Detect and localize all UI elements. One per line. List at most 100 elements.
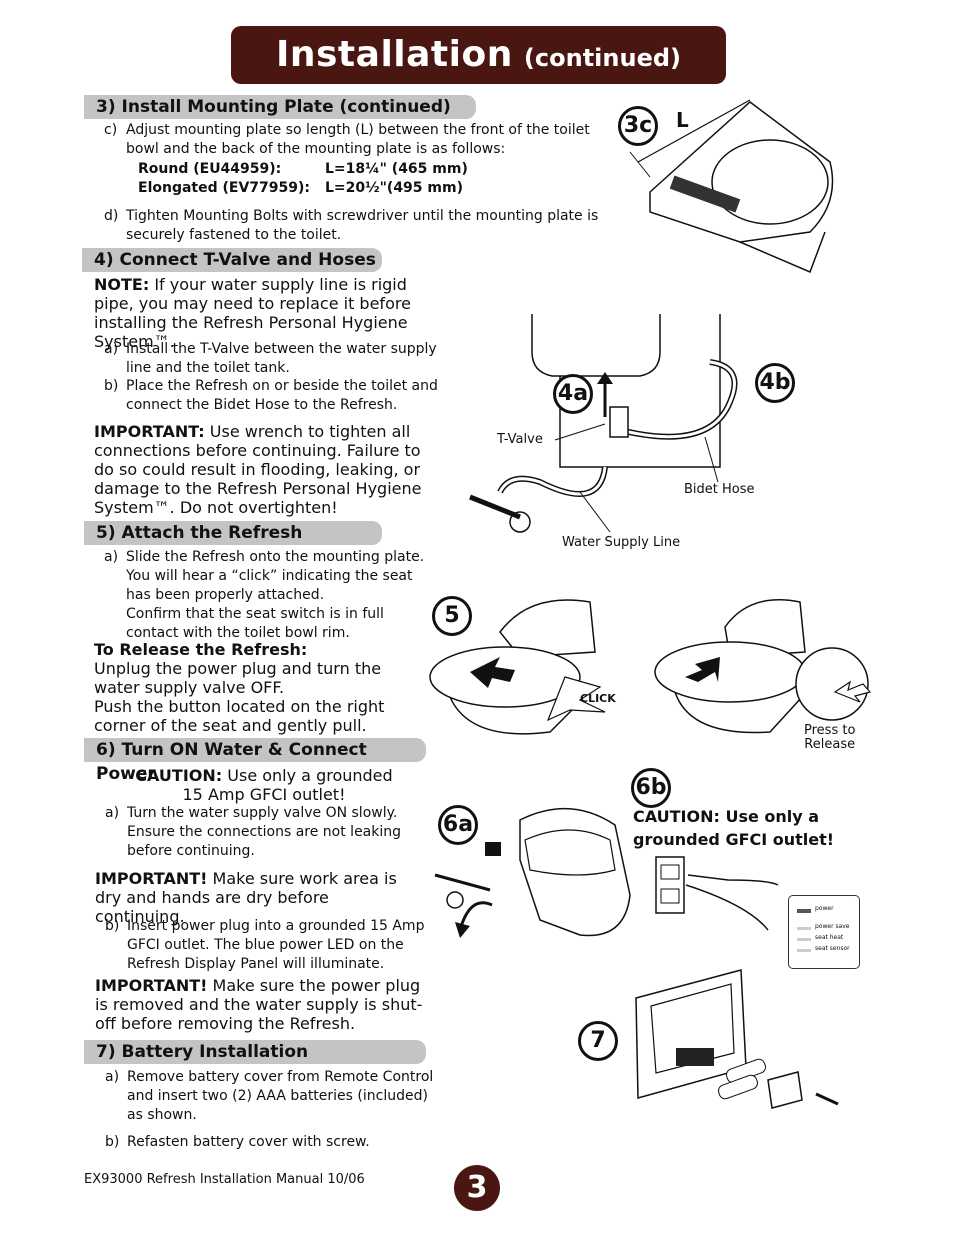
attach-seat-illustration [429,599,872,735]
battery-illustration [635,969,839,1109]
section-5-heading: 5) Attach the Refresh [84,521,382,545]
badge-4a: 4a [553,374,593,414]
step-label: b) [105,918,120,934]
release-text: Release [804,737,856,752]
caution-label: CAUTION: [135,766,223,785]
caution-text-2: 15 Amp GFCI outlet! [182,785,346,804]
water-supply-caption: Water Supply Line [562,535,681,550]
step-label: a) [104,341,119,357]
important-label: IMPORTANT! [95,976,208,995]
press-text: Press to [804,723,856,738]
bidet-hose-caption: Bidet Hose [684,482,755,497]
section-3-step-c: c) Adjust mounting plate so length (L) b… [104,121,594,159]
gfci-caution-2: grounded GFCI outlet! [633,830,835,849]
step-label: b) [105,1134,120,1150]
section-6-step-a: a) Turn the water supply valve ON slowly… [105,804,405,861]
important-text: Make sure work area is dry and hands are… [95,869,397,926]
step-text: Adjust mounting plate so length (L) betw… [126,122,590,157]
section-7-step-b: b) Refasten battery cover with screw. [105,1133,435,1152]
step-text: Place the Refresh on or beside the toile… [126,378,438,413]
gfci-caution: CAUTION: Use only a grounded GFCI outlet… [633,805,834,851]
step-text: Turn the water supply valve ON slowly. E… [127,805,402,859]
figure-6a: 6a [430,800,640,950]
figure-5: 5 CLICK Press to Release [429,592,880,762]
important-label: IMPORTANT! [95,869,208,888]
length-table: Round (EU44959): L=18¼" (465 mm) Elongate… [138,160,498,198]
badge-4b: 4b [755,363,795,403]
badge-6b: 6b [631,768,671,808]
footer-document-id: EX93000 Refresh Installation Manual 10/0… [84,1172,365,1187]
figure-4: 4a 4b T-Valve Bidet Hose Water Supply Li… [460,312,800,562]
power-save-led [797,927,811,930]
release-text-2: Push the button located on the right cor… [94,697,385,735]
t-valve-illustration [469,314,738,533]
release-heading: To Release the Refresh: [94,640,308,659]
section-6-step-b: b) Insert power plug into a grounded 15 … [105,917,435,974]
round-value: L=18¼" (465 mm) [325,161,468,177]
outlet-illustration [655,856,779,931]
step-label: a) [104,549,119,565]
section-4-step-b: b) Place the Refresh on or beside the to… [104,377,444,415]
figure-7: 7 [576,968,846,1118]
figure-3c: 3c L [610,92,850,273]
note-label: NOTE: [94,275,150,294]
step-text: Slide the Refresh onto the mounting plat… [126,549,425,603]
power-led [797,909,811,913]
step-text: Install the T-Valve between the water su… [126,341,437,376]
badge-5: 5 [432,596,472,636]
section-5-step-a: a) Slide the Refresh onto the mounting p… [104,548,434,643]
step-label: c) [104,122,118,138]
page-number: 3 [454,1165,500,1211]
step-label: b) [104,378,119,394]
important-text: Make sure the power plug is removed and … [95,976,423,1033]
important-text: Use wrench to tighten all connections be… [94,422,422,517]
elongated-label: Elongated (EV77959): [138,180,310,196]
page-subtitle: (continued) [523,44,681,72]
seat-sensor-led [797,949,811,952]
toilet-seat-illustration [629,99,834,273]
title-banner: Installation (continued) [231,26,726,84]
badge-7: 7 [578,1021,618,1061]
t-valve-caption: T-Valve [497,432,543,447]
section-6-important-2: IMPORTANT! Make sure the power plug is r… [95,976,425,1033]
section-6-important-1: IMPORTANT! Make sure work area is dry an… [95,869,415,926]
step-text-2: Confirm that the seat switch is in full … [126,606,384,641]
length-label: L [676,108,689,132]
important-label: IMPORTANT: [94,422,205,441]
section-6-caution: CAUTION: Use only a grounded 15 Amp GFCI… [94,766,434,804]
round-label: Round (EU44959): [138,161,282,177]
section-4-heading: 4) Connect T-Valve and Hoses [82,248,382,272]
display-panel: power power save seat heat seat sensor [788,895,860,969]
step-text: Remove battery cover from Remote Control… [127,1069,434,1123]
section-4-important: IMPORTANT: Use wrench to tighten all con… [94,422,424,517]
section-3-heading: 3) Install Mounting Plate (continued) [84,95,476,119]
caution-text: Use only a grounded [222,766,393,785]
section-4-note: NOTE: If your water supply line is rigid… [94,275,434,351]
panel-label-seat-sensor: seat sensor [815,945,850,952]
release-instructions: To Release the Refresh: Unplug the power… [94,640,424,735]
step-label: a) [105,1069,120,1085]
water-valve-illustration [434,807,631,938]
panel-label-power: power [815,905,834,912]
step-label: a) [105,805,120,821]
click-label: CLICK [580,692,616,705]
page-title: Installation [275,34,513,75]
step-text: Insert power plug into a grounded 15 Amp… [127,918,425,972]
badge-3c: 3c [618,106,658,146]
section-7-heading: 7) Battery Installation [84,1040,426,1064]
elongated-value: L=20½"(495 mm) [325,180,463,196]
seat-heat-led [797,938,811,941]
section-4-step-a: a) Install the T-Valve between the water… [104,340,464,378]
section-6-heading: 6) Turn ON Water & Connect Power [84,738,426,784]
press-to-release-caption: Press to Release [804,724,855,752]
figure-6b: 6b CAUTION: Use only a grounded GFCI out… [628,765,878,975]
release-text-1: Unplug the power plug and turn the water… [94,659,382,697]
note-text: If your water supply line is rigid pipe,… [94,275,411,351]
badge-6a: 6a [438,805,478,845]
section-3-step-d: d) Tighten Mounting Bolts with screwdriv… [104,207,604,245]
panel-label-seat-heat: seat heat [815,934,844,941]
section-7-step-a: a) Remove battery cover from Remote Cont… [105,1068,435,1125]
step-text: Tighten Mounting Bolts with screwdriver … [126,208,599,243]
panel-label-power-save: power save [815,923,850,930]
gfci-caution-1: CAUTION: Use only a [633,807,820,826]
